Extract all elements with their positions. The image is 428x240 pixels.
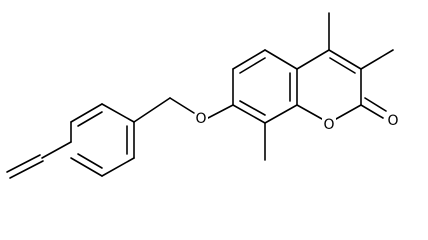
ring-oxygen-bg xyxy=(322,116,336,132)
pyranone-bond-o1-c8a xyxy=(296,104,323,120)
pyranone-bond-c4a-c4 xyxy=(296,49,330,70)
carbonyl-double-bond-b xyxy=(364,97,387,112)
carbonyl-oxygen-label: O xyxy=(387,113,398,129)
benzo-ring-inner-1 xyxy=(239,57,266,74)
benzo-ring-bond-c5-c4a xyxy=(264,49,298,70)
atom-labels: O O O xyxy=(195,110,400,133)
ether-oxygen-label: O xyxy=(195,111,206,127)
coumarin-benzo-ring xyxy=(232,49,298,161)
ether-linker xyxy=(133,97,234,123)
benzyl-ring-inner-3 xyxy=(77,153,103,169)
coumarin-pyranone-ring xyxy=(296,12,394,120)
vinyl-double-bond-a xyxy=(6,154,41,173)
benzo-ring-bond-c6-c5 xyxy=(232,49,266,70)
benzo-ring-bond-c8a-c8 xyxy=(264,104,298,124)
vinyl-group xyxy=(6,141,72,179)
pyranone-bond-c2-o1 xyxy=(335,104,362,120)
vinyl-double-bond-b xyxy=(9,160,44,179)
benzyl-ring-bond-5 xyxy=(101,157,135,177)
pyranone-bond-c4-c3-inner xyxy=(329,57,356,74)
oxygen-to-coumarin-bond xyxy=(207,104,234,119)
benzo-ring-inner-3 xyxy=(239,100,266,116)
ring-oxygen-label: O xyxy=(323,117,334,133)
pyranone-bond-c4-c3 xyxy=(328,49,362,70)
carbonyl-double-bond-a xyxy=(360,104,384,119)
structure-canvas: O O O xyxy=(6,12,400,179)
c3-methyl-bond xyxy=(360,49,394,70)
benzyl-ring-bond-2 xyxy=(70,103,103,123)
ether-oxygen-bg xyxy=(195,110,208,126)
vinyl-to-ring-bond xyxy=(41,141,72,159)
benzyl-ring-bond-6 xyxy=(70,157,103,177)
benzyl-ring xyxy=(70,103,135,177)
benzo-ring-bond-c8-c7 xyxy=(232,104,266,124)
ch2-to-oxygen-bond xyxy=(169,97,195,114)
benzyl-ring-bond-3 xyxy=(101,103,135,123)
carbonyl-oxygen-bg xyxy=(386,112,400,128)
benzyl-ch2-bond xyxy=(133,97,171,123)
benzyl-ring-inner-1 xyxy=(77,111,103,127)
